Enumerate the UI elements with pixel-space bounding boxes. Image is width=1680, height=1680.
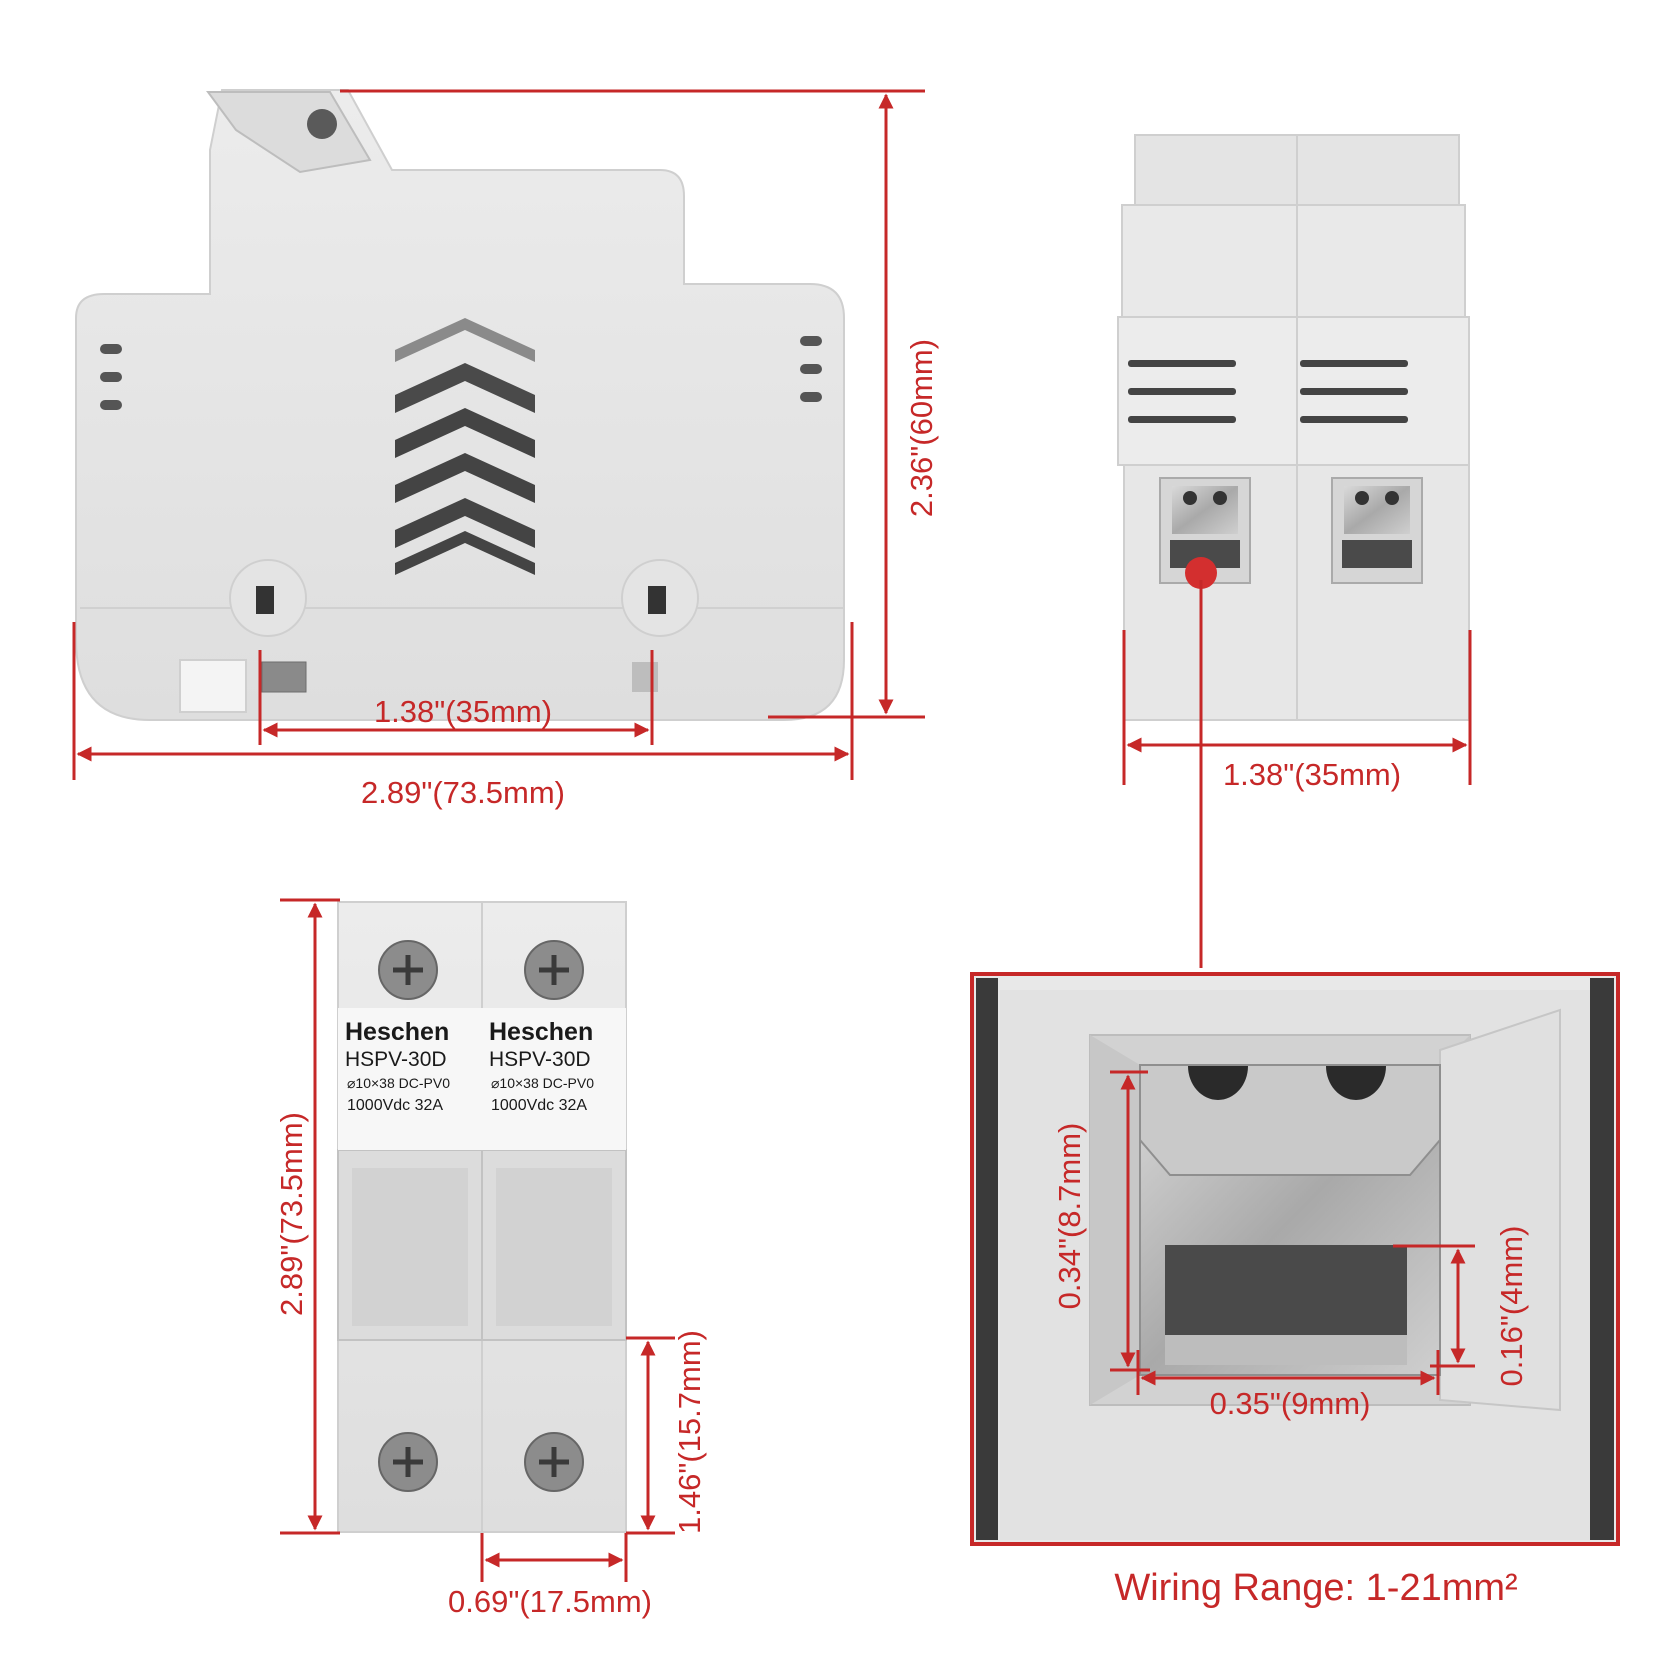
front-lower-height-dimension: 1.46"(15.7mm)	[626, 1330, 707, 1535]
side-vent-slots	[100, 336, 822, 410]
end-pole-left	[1117, 134, 1298, 721]
brand-label-right: Heschen	[489, 1018, 593, 1046]
front-lower-height-label: 1.46"(15.7mm)	[672, 1330, 707, 1534]
side-total-width-dimension: 2.89"(73.5mm)	[72, 622, 854, 810]
end-view: 1.38"(35mm)	[1117, 134, 1472, 968]
front-pole-width-dimension: 0.69"(17.5mm)	[448, 1533, 652, 1619]
product-label-right: Heschen HSPV-30D ⌀10×38 DC-PV0 1000Vdc 3…	[482, 1008, 626, 1150]
end-width-label: 1.38"(35mm)	[1223, 757, 1401, 792]
side-vent-chevrons	[395, 318, 535, 575]
side-terminal-holes	[229, 559, 699, 637]
terminal-clamp	[1139, 1064, 1441, 1376]
side-housing	[75, 89, 845, 721]
model-label-right: HSPV-30D	[489, 1048, 591, 1071]
front-height-label: 2.89"(73.5mm)	[274, 1112, 309, 1316]
front-pole-left	[337, 901, 483, 1533]
front-pole-right	[481, 901, 627, 1533]
end-width-dimension: 1.38"(35mm)	[1122, 630, 1472, 792]
front-height-dimension: 2.89"(73.5mm)	[274, 898, 340, 1535]
model-label-left: HSPV-30D	[345, 1048, 447, 1071]
terminal-width-dimension: 0.35"(9mm)	[1136, 1350, 1440, 1421]
front-pole-width-label: 0.69"(17.5mm)	[448, 1584, 652, 1619]
wiring-range-caption: Wiring Range: 1-21mm²	[1114, 1567, 1517, 1609]
callout-leader	[1185, 557, 1217, 968]
side-height-dimension: 2.36"(60mm)	[340, 89, 939, 719]
terminal-height-label: 0.34"(8.7mm)	[1052, 1123, 1087, 1310]
terminal-gap-label: 0.16"(4mm)	[1494, 1226, 1529, 1387]
front-view: Heschen HSPV-30D ⌀10×38 DC-PV0 1000Vdc 3…	[274, 898, 707, 1619]
terminal-detail-view: 0.34"(8.7mm) 0.35"(9mm) 0.16"(4mm)	[970, 972, 1620, 1546]
terminal-gap-dimension: 0.16"(4mm)	[1393, 1226, 1529, 1387]
end-pole-right	[1296, 134, 1470, 721]
rating-left: 1000Vdc 32A	[347, 1097, 443, 1114]
side-rail-width-label: 1.38"(35mm)	[374, 694, 552, 729]
rating-right: 1000Vdc 32A	[491, 1097, 587, 1114]
side-rail-width-dimension: 1.38"(35mm)	[258, 650, 654, 745]
product-label-left: Heschen HSPV-30D ⌀10×38 DC-PV0 1000Vdc 3…	[338, 1008, 482, 1150]
fuse-spec-left: ⌀10×38 DC-PV0	[347, 1075, 450, 1091]
side-view: 2.36"(60mm) 1.38"(35mm) 2.89"(73.5mm)	[72, 89, 939, 810]
side-height-label: 2.36"(60mm)	[904, 339, 939, 517]
terminal-height-dimension: 0.34"(8.7mm)	[1052, 1070, 1150, 1372]
terminal-width-label: 0.35"(9mm)	[1210, 1386, 1371, 1421]
brand-label-left: Heschen	[345, 1018, 449, 1046]
fuse-spec-right: ⌀10×38 DC-PV0	[491, 1075, 594, 1091]
side-total-width-label: 2.89"(73.5mm)	[361, 775, 565, 810]
